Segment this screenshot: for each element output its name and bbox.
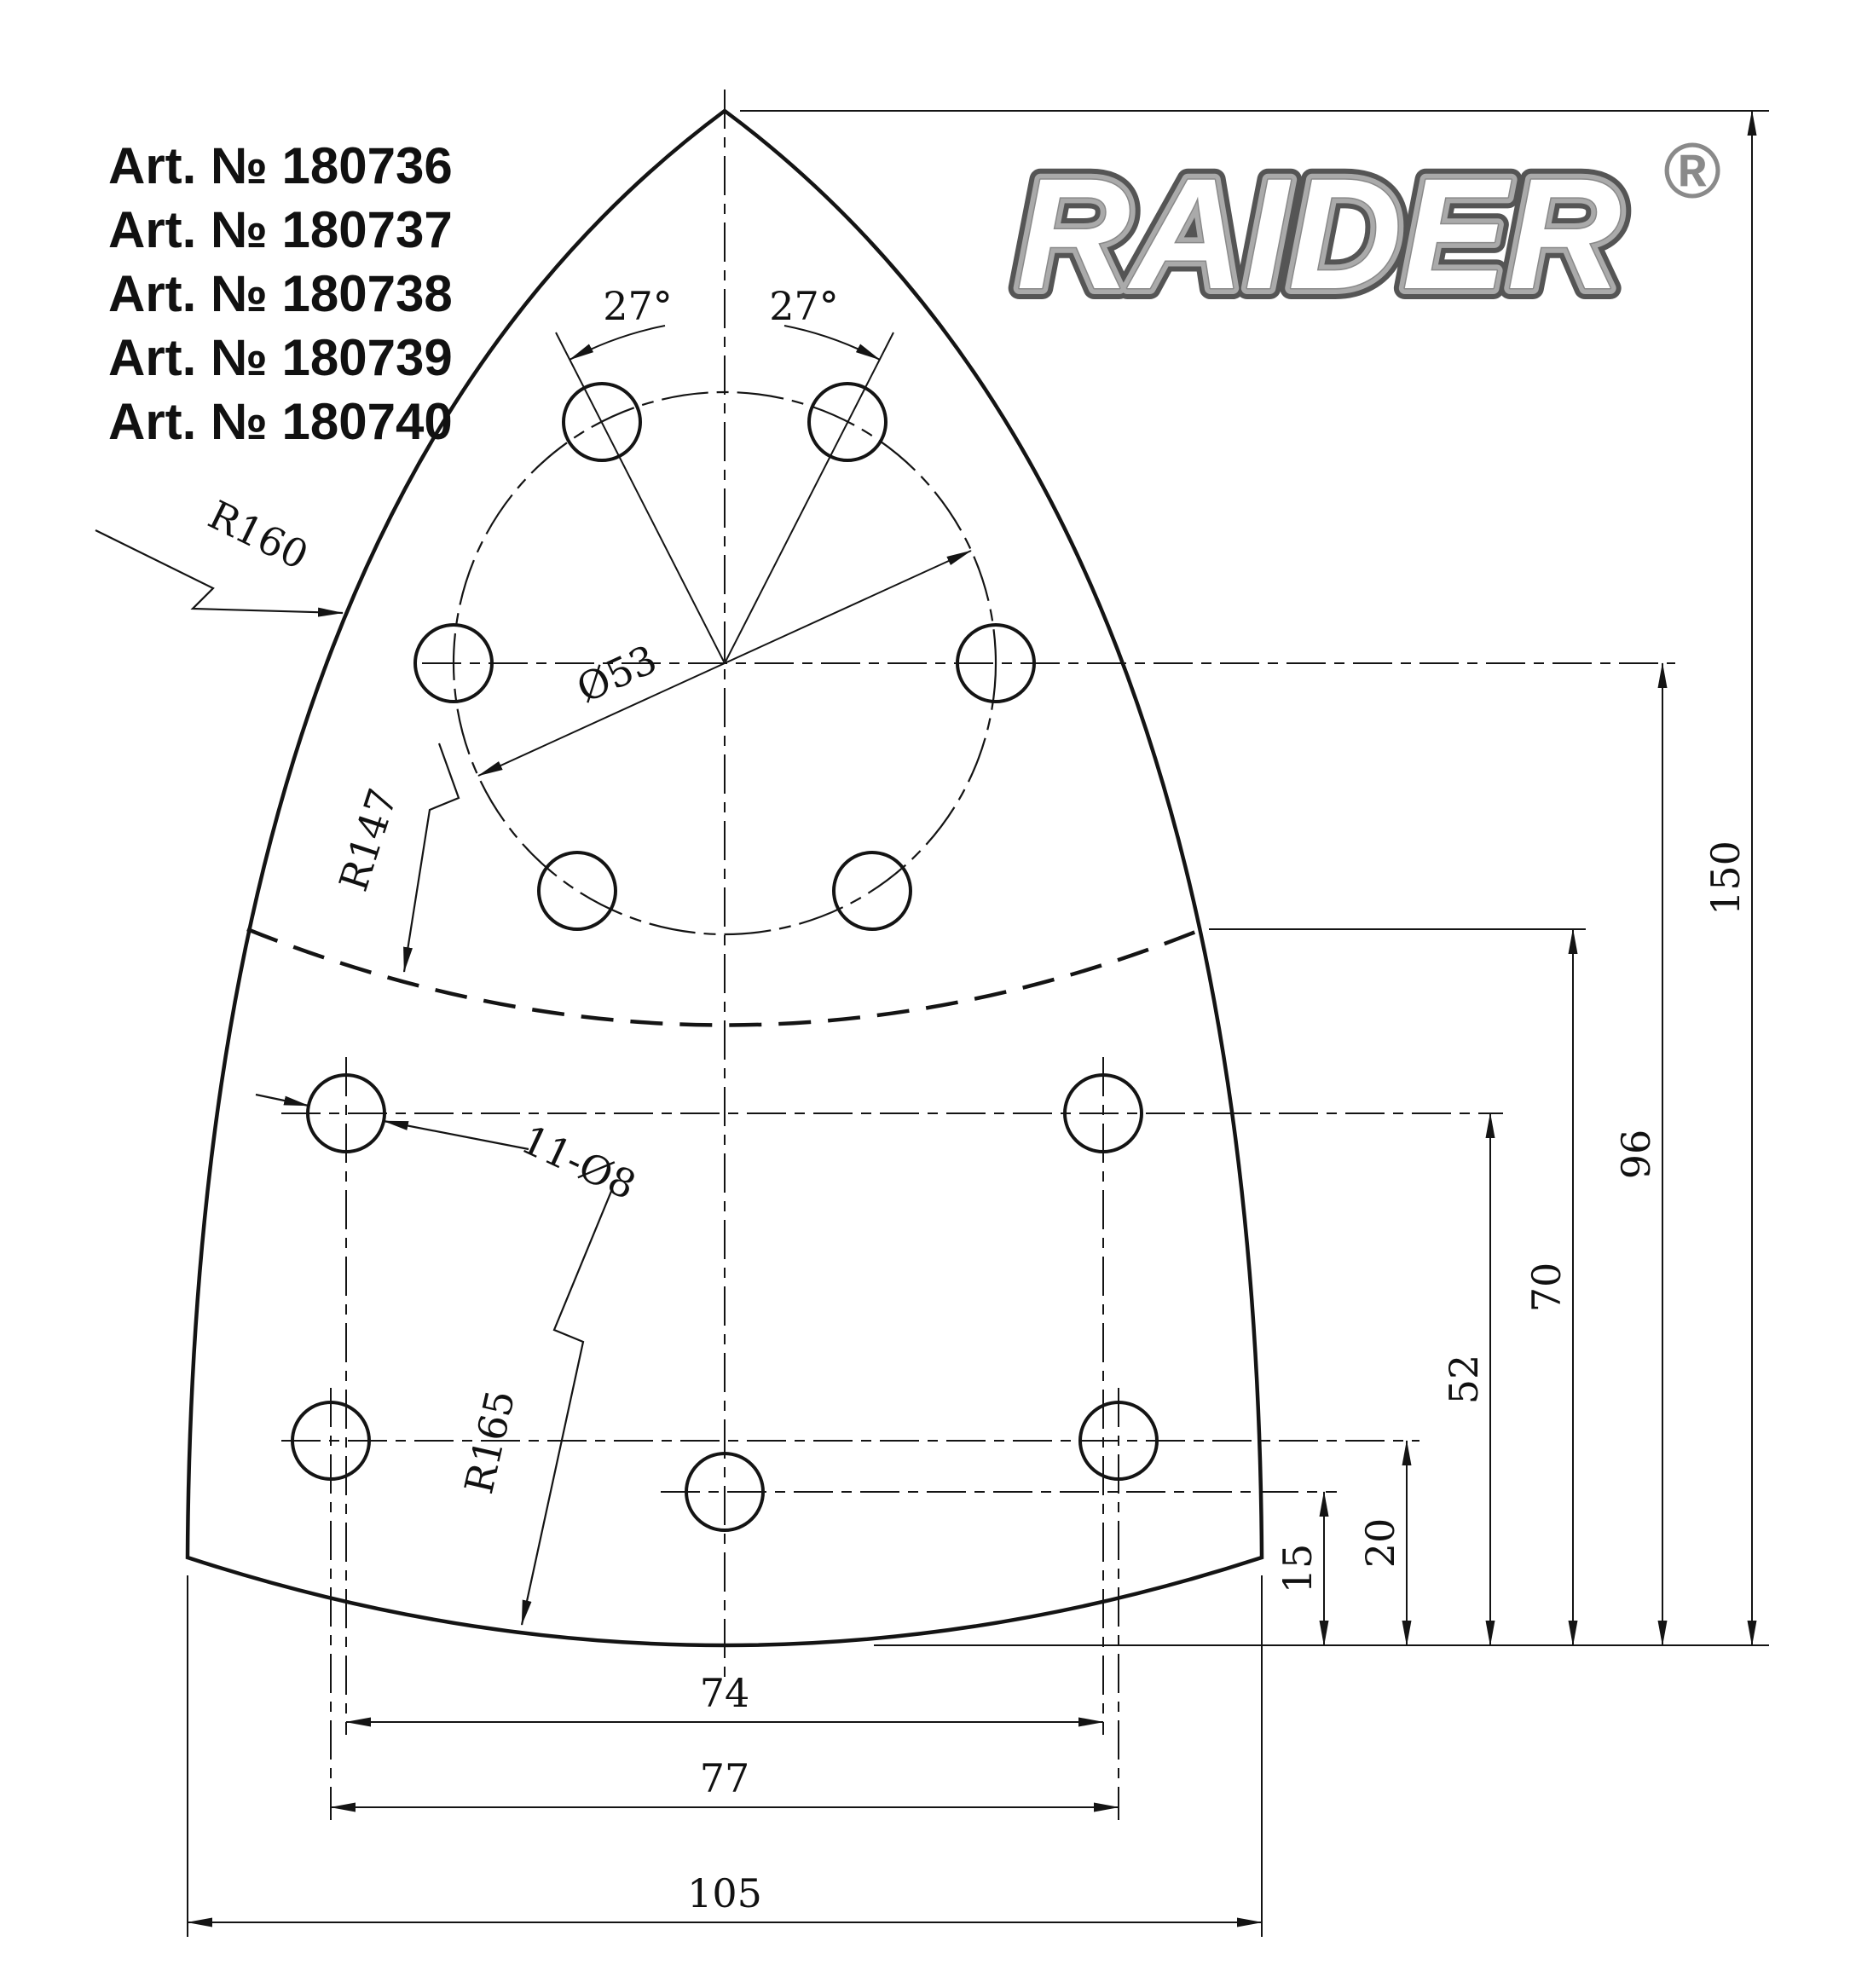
hole-pitch-circle	[452, 390, 997, 936]
angle-arc-right	[783, 325, 881, 361]
hole-lowcircle-left	[537, 851, 617, 931]
article-item-5: Art. № 180740	[108, 393, 453, 450]
dim-label-105: 105	[687, 1870, 762, 1916]
article-item-2: Art. № 180737	[108, 201, 453, 258]
leader-r165	[520, 1188, 614, 1626]
hole-row2-left	[291, 1401, 371, 1481]
pad-outline	[185, 108, 1264, 1648]
article-list: Art. № 180736 Art. № 180737 Art. № 18073…	[108, 137, 453, 450]
dim-label-77: 77	[700, 1755, 750, 1801]
dim-label-15: 15	[1275, 1544, 1321, 1594]
dim-label-74: 74	[700, 1670, 750, 1716]
hole-lowcircle-right	[832, 851, 912, 931]
article-item-1: Art. № 180736	[108, 137, 453, 194]
raider-logo: RAIDER RAIDER RAIDER ®	[1005, 128, 1721, 333]
leader-hole-spec-counter-arrow	[255, 1093, 309, 1107]
hole-top-right	[807, 382, 888, 462]
logo-text: RAIDER	[1016, 147, 1621, 322]
hole-top-left	[562, 382, 642, 462]
angle-label-left: 27°	[603, 283, 673, 329]
dim-label-96: 96	[1613, 1130, 1659, 1180]
radius-label-r147: R147	[330, 783, 406, 896]
dim-label-20: 20	[1357, 1518, 1403, 1569]
logo-outline-gray: RAIDER	[1016, 147, 1621, 322]
registered-trademark-icon: ®	[1663, 128, 1721, 215]
pad-geometry	[185, 108, 1264, 1648]
vertical-dimensions: 150 96 70 52 20 15	[1275, 110, 1757, 1646]
leader-r160	[95, 529, 344, 617]
radius-label-r165: R165	[455, 1386, 523, 1498]
angle-ray-left	[555, 332, 726, 664]
hole-row1-left	[306, 1073, 386, 1153]
leader-r147	[402, 743, 460, 973]
pad-separation-arc	[246, 927, 1203, 1027]
hole-row2-right	[1078, 1401, 1159, 1481]
angle-ray-right	[724, 332, 894, 664]
dim-label-150: 150	[1703, 841, 1749, 916]
dim-label-70: 70	[1524, 1263, 1570, 1313]
logo-outline-dark: RAIDER	[1016, 147, 1621, 322]
horizontal-dimensions: 74 77 105	[187, 1670, 1263, 1927]
hole-spec-label: 11-Ø8	[514, 1116, 643, 1209]
hole-row1-right	[1063, 1073, 1143, 1153]
hole-bottom-center	[685, 1452, 765, 1532]
holes	[291, 382, 1159, 1532]
dim-label-52: 52	[1441, 1355, 1487, 1405]
radius-label-r160: R160	[201, 492, 315, 579]
hole-spec-callout: 11-Ø8	[255, 1093, 643, 1209]
article-item-3: Art. № 180738	[108, 265, 453, 322]
angle-label-right: 27°	[769, 283, 839, 329]
diameter-line	[477, 550, 972, 777]
leader-hole-spec	[383, 1119, 529, 1151]
diameter-label: Ø53	[570, 636, 663, 712]
center-lines	[281, 90, 1675, 1820]
angle-arc-left	[569, 325, 666, 361]
article-item-4: Art. № 180739	[108, 329, 453, 386]
hole-mid-left	[413, 623, 494, 703]
radius-callouts: R160 R147 R165	[95, 492, 614, 1626]
hole-mid-right	[956, 623, 1036, 703]
